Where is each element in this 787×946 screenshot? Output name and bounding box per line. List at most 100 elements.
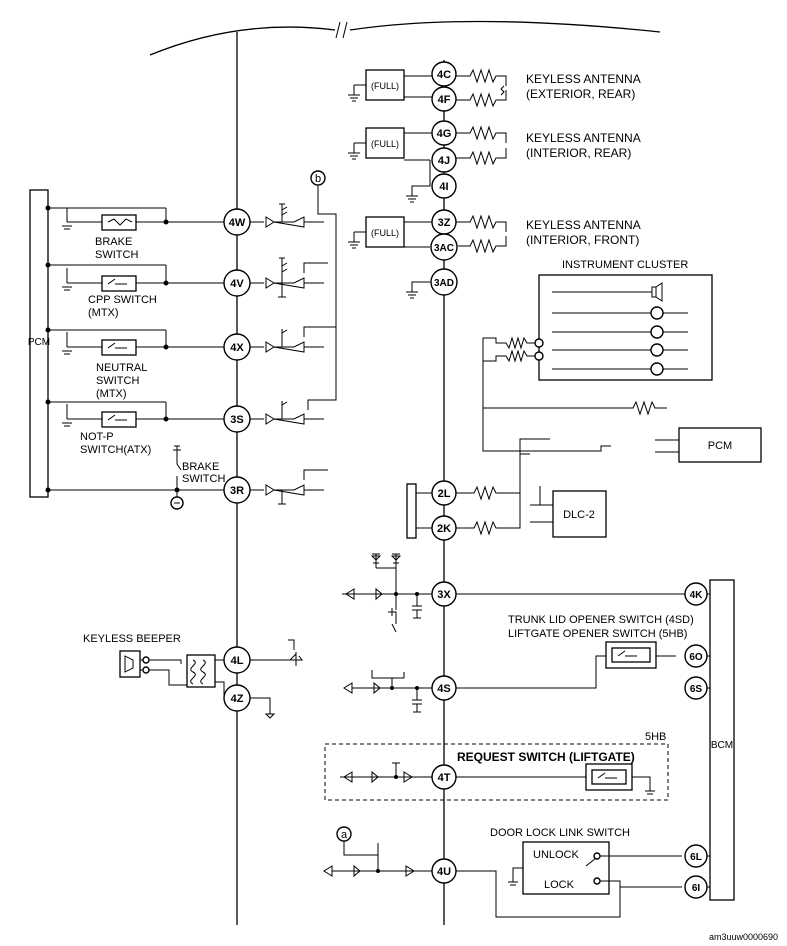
node-6L: 6L xyxy=(684,844,708,868)
node-4u-circuit: a xyxy=(323,826,497,917)
node-3AC: 3AC xyxy=(430,233,458,261)
node-4J: 4J xyxy=(431,147,457,173)
neutral-label-1: NEUTRAL xyxy=(96,362,147,374)
svg-text:4W: 4W xyxy=(229,217,246,229)
neutral-switch-row: NEUTRAL SWITCH (MTX) xyxy=(45,327,224,400)
node-4G: 4G xyxy=(431,120,457,146)
input-circuits xyxy=(250,186,337,505)
cluster-can-low xyxy=(482,349,611,452)
door-lock-link-switch: DOOR LOCK LINK SWITCH UNLOCK LOCK xyxy=(490,827,682,918)
keyless-antenna-exterior-rear: (FULL) KEYLESS ANTENNA (EXTERIOR, REAR) xyxy=(348,68,641,108)
svg-text:3R: 3R xyxy=(230,485,244,497)
svg-text:4Z: 4Z xyxy=(231,693,244,705)
not-p-switch-row: NOT-P SWITCH(ATX) xyxy=(45,399,224,456)
keyless-intr-label-1: KEYLESS ANTENNA xyxy=(526,131,641,145)
brake-switch-label-2: SWITCH xyxy=(95,249,138,261)
brake2-label-2: SWITCH xyxy=(182,473,225,485)
node-3S: 3S xyxy=(223,405,251,433)
node-6S: 6S xyxy=(684,676,708,700)
svg-text:4U: 4U xyxy=(437,866,451,878)
bcm-label: BCM xyxy=(711,740,733,751)
instrument-cluster-label: INSTRUMENT CLUSTER xyxy=(562,259,688,271)
node-6I: 6I xyxy=(684,875,708,899)
keyless-ext-label-1: KEYLESS ANTENNA xyxy=(526,72,641,86)
unlock-label: UNLOCK xyxy=(533,849,580,861)
keyless-beeper: KEYLESS BEEPER xyxy=(83,633,225,698)
svg-text:4V: 4V xyxy=(230,278,244,290)
beeper-driver xyxy=(250,652,303,666)
keyless-intr-label-2: (INTERIOR, REAR) xyxy=(526,146,631,160)
cpp-switch-label-1: CPP SWITCH xyxy=(88,294,157,306)
neutral-label-2: SWITCH xyxy=(96,375,139,387)
brake2-label-1: BRAKE xyxy=(182,461,219,473)
keyless-antenna-interior-rear: (FULL) KEYLESS ANTENNA (INTERIOR, REAR) xyxy=(348,125,641,203)
svg-text:4C: 4C xyxy=(437,69,451,81)
svg-text:4J: 4J xyxy=(438,155,450,167)
harness-break-mark xyxy=(335,21,348,39)
request-switch-label: REQUEST SWITCH (LIFTGATE) xyxy=(457,750,635,764)
harness-top-left xyxy=(149,26,336,56)
pcm-right-label: PCM xyxy=(708,440,732,452)
notp-label-1: NOT-P xyxy=(80,431,114,443)
node-4L: 4L xyxy=(223,646,251,674)
node-4s-circuit xyxy=(343,655,606,713)
bcm-module: BCM xyxy=(456,579,735,901)
keyless-ext-label-2: (EXTERIOR, REAR) xyxy=(526,87,635,101)
keyless-antenna-interior-front: (FULL) KEYLESS ANTENNA (INTERIOR, FRONT) xyxy=(348,214,641,299)
node-4z-ground xyxy=(250,697,276,719)
svg-text:2K: 2K xyxy=(437,523,451,535)
cpp-switch-label-2: (MTX) xyxy=(88,307,119,319)
notp-label-2: SWITCH(ATX) xyxy=(80,444,151,456)
node-4X: 4X xyxy=(223,333,251,361)
brake-switch-2-row: BRAKE SWITCH xyxy=(45,445,225,510)
node-4F: 4F xyxy=(431,86,457,112)
dlc2-label: DLC-2 xyxy=(563,509,595,521)
svg-text:4K: 4K xyxy=(690,590,704,601)
svg-text:3AC: 3AC xyxy=(434,243,454,254)
svg-text:6L: 6L xyxy=(690,852,702,863)
node-3X: 3X xyxy=(431,581,457,607)
node-6O: 6O xyxy=(684,644,708,668)
figure-code: am3uuw0000690 xyxy=(709,932,778,942)
node-3x-circuit xyxy=(342,553,432,633)
beeper-driver-supply xyxy=(288,639,295,650)
svg-text:4X: 4X xyxy=(230,342,244,354)
full-label: (FULL) xyxy=(371,81,399,91)
keyless-intf-label-1: KEYLESS ANTENNA xyxy=(526,218,641,232)
harness-top-right xyxy=(349,20,661,33)
keyless-beeper-label: KEYLESS BEEPER xyxy=(83,633,181,645)
svg-text:6S: 6S xyxy=(690,684,703,695)
ref-a-label: a xyxy=(341,829,348,841)
ref-b-label: b xyxy=(315,173,321,185)
node-3AD: 3AD xyxy=(430,268,458,296)
svg-text:4S: 4S xyxy=(437,683,450,695)
node-3Z: 3Z xyxy=(431,209,457,235)
node-4U: 4U xyxy=(431,858,457,884)
svg-text:3Z: 3Z xyxy=(438,217,451,229)
node-3R: 3R xyxy=(223,476,251,504)
pcm-module-right xyxy=(678,427,762,463)
svg-text:4F: 4F xyxy=(438,94,451,106)
cluster-can-high xyxy=(482,336,667,416)
ref-b-marker xyxy=(310,170,326,186)
node-4I: 4I xyxy=(431,173,457,199)
node-2L: 2L xyxy=(431,480,457,506)
node-4V: 4V xyxy=(223,269,251,297)
svg-text:3X: 3X xyxy=(437,589,451,601)
pcm-module-left: PCM xyxy=(28,189,50,498)
node-4S: 4S xyxy=(431,675,457,701)
trunk-lid-opener-switch: TRUNK LID OPENER SWITCH (4SD) LIFTGATE O… xyxy=(508,614,694,669)
svg-text:3AD: 3AD xyxy=(434,278,454,289)
brake-switch-label-1: BRAKE xyxy=(95,236,132,248)
svg-text:6I: 6I xyxy=(692,883,701,894)
svg-text:4G: 4G xyxy=(437,128,452,140)
node-4W: 4W xyxy=(223,208,251,236)
request-switch-liftgate: 5HB REQUEST SWITCH (LIFTGATE) xyxy=(324,731,669,801)
keyless-intf-label-2: (INTERIOR, FRONT) xyxy=(526,233,639,247)
neutral-label-3: (MTX) xyxy=(96,388,127,400)
door-lock-label: DOOR LOCK LINK SWITCH xyxy=(490,827,630,839)
svg-text:6O: 6O xyxy=(689,652,703,663)
trunk-label-1: TRUNK LID OPENER SWITCH (4SD) xyxy=(508,614,694,626)
lock-label: LOCK xyxy=(544,879,575,891)
